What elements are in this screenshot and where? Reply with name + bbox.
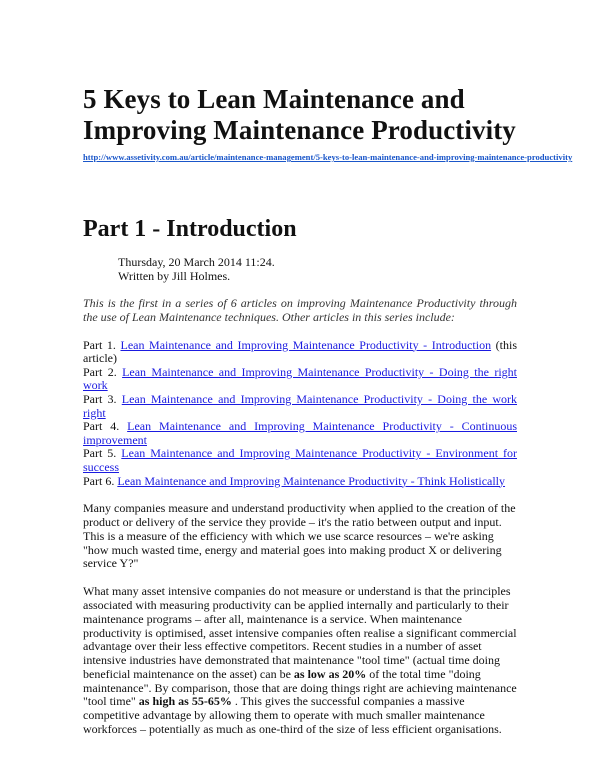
list-item: Part 2. Lean Maintenance and Improving M… xyxy=(83,364,517,393)
part-link[interactable]: Lean Maintenance and Improving Maintenan… xyxy=(83,419,517,447)
part-suffix: (this article) xyxy=(83,337,517,366)
part-link[interactable]: Lean Maintenance and Improving Maintenan… xyxy=(120,337,492,352)
part-prefix: Part 6. xyxy=(83,473,115,488)
part-link[interactable]: Lean Maintenance and Improving Maintenan… xyxy=(83,364,517,393)
list-item: Part 6. Lean Maintenance and Improving M… xyxy=(83,473,517,489)
emphasis-high: as high as 55-65% xyxy=(138,694,232,709)
list-item: Part 3. Lean Maintenance and Improving M… xyxy=(83,391,518,420)
part-link[interactable]: Lean Maintenance and Improving Maintenan… xyxy=(117,473,506,488)
section-heading: Part 1 - Introduction xyxy=(83,216,297,242)
part-prefix: Part 1. xyxy=(83,337,116,352)
document-page: 5 Keys to Lean Maintenance and Improving… xyxy=(83,84,572,737)
part-prefix: Part 4. xyxy=(83,419,120,434)
body-paragraph: Many companies measure and understand pr… xyxy=(83,501,516,571)
article-date: Thursday, 20 March 2014 11:24. xyxy=(118,255,275,269)
article-meta: Thursday, 20 March 2014 11:24. Written b… xyxy=(118,255,517,283)
list-item: Part 1. Lean Maintenance and Improving M… xyxy=(83,337,517,366)
part-link[interactable]: Lean Maintenance and Improving Maintenan… xyxy=(83,391,518,420)
list-item: Part 4. Lean Maintenance and Improving M… xyxy=(83,419,517,447)
article-author: Written by Jill Holmes. xyxy=(118,269,231,283)
part-prefix: Part 5. xyxy=(83,446,117,461)
document-title: 5 Keys to Lean Maintenance and Improving… xyxy=(83,84,516,145)
source-url-link[interactable]: http://www.assetivity.com.au/article/mai… xyxy=(83,152,573,162)
body-paragraph: What many asset intensive companies do n… xyxy=(83,584,517,737)
part-prefix: Part 3. xyxy=(83,391,117,406)
emphasis-low: as low as 20% xyxy=(293,666,367,681)
list-item: Part 5. Lean Maintenance and Improving M… xyxy=(83,447,517,474)
part-link[interactable]: Lean Maintenance and Improving Maintenan… xyxy=(83,446,517,474)
intro-paragraph: This is the first in a series of 6 artic… xyxy=(83,296,517,324)
part-prefix: Part 2. xyxy=(83,364,117,379)
series-parts-list: Part 1. Lean Maintenance and Improving M… xyxy=(83,337,518,489)
